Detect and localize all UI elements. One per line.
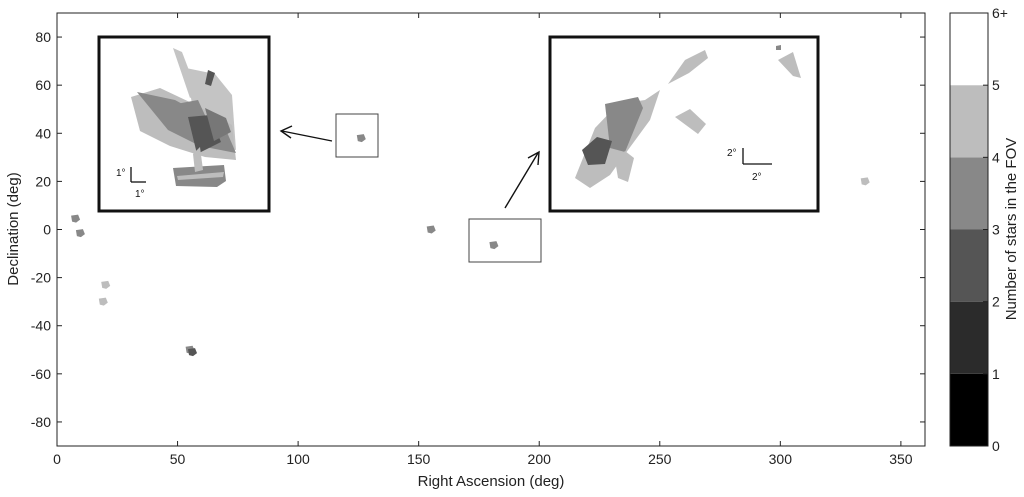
inset-right-scale-label-h: 2° — [752, 172, 762, 183]
y-tick-label: 40 — [35, 125, 51, 141]
sky-region — [101, 280, 111, 289]
inset-right-region — [668, 50, 708, 84]
y-tick-label: -60 — [31, 366, 51, 382]
sky-regions — [71, 134, 870, 357]
x-axis-label: Right Ascension (deg) — [418, 473, 565, 490]
sky-region — [356, 134, 366, 143]
sky-region — [71, 214, 81, 223]
colorbar-tick-label: 6+ — [992, 5, 1008, 21]
y-tick-label: -40 — [31, 318, 51, 334]
colorbar-segment — [950, 301, 988, 374]
colorbar-tick-label: 5 — [992, 77, 1000, 93]
x-tick-label: 0 — [53, 451, 61, 467]
sky-region — [860, 177, 870, 186]
colorbar-tick-label: 0 — [992, 438, 1000, 454]
colorbar-segment — [950, 373, 988, 446]
inset-right-region — [615, 151, 634, 182]
x-tick-label: 100 — [286, 451, 310, 467]
colorbar-tick-label: 1 — [992, 366, 1000, 382]
y-tick-label: -80 — [31, 414, 51, 430]
inset-right-scale-label-v: 2° — [727, 148, 737, 159]
x-tick-label: 200 — [528, 451, 552, 467]
inset-left-region — [177, 172, 224, 180]
sky-region — [75, 229, 85, 238]
sky-region — [98, 297, 108, 306]
colorbar-tick-label: 4 — [992, 149, 1000, 165]
inset-right-region — [675, 109, 706, 134]
y-tick-label: 20 — [35, 173, 51, 189]
colorbar-label: Number of stars in the FOV — [1003, 138, 1020, 321]
x-tick-label: 250 — [648, 451, 672, 467]
inset-right: 2° 2° — [548, 35, 820, 213]
inset-left: 1° 1° — [97, 35, 271, 213]
inset-left-region — [205, 70, 215, 86]
y-tick-label: 80 — [35, 29, 51, 45]
colorbar-tick-label: 3 — [992, 222, 1000, 238]
sky-region — [188, 348, 198, 357]
inset-right-region — [776, 45, 781, 50]
colorbar-segment — [950, 157, 988, 230]
sky-region — [489, 241, 499, 250]
x-tick-label: 50 — [170, 451, 186, 467]
inset-right-region — [778, 52, 801, 78]
colorbar-segment — [950, 85, 988, 158]
colorbar-segment — [950, 13, 988, 86]
y-tick-label: 60 — [35, 77, 51, 93]
axis-ticks: 0 50 100 150 200 250 300 350 -80 -60 -40 -20 0 20 40 60… — [31, 13, 925, 467]
zoom-source-box-left — [335, 113, 379, 158]
sky-region — [426, 225, 436, 234]
y-tick-label: 0 — [43, 222, 51, 238]
colorbar-tick-label: 2 — [992, 294, 1000, 310]
colorbar-frame — [949, 12, 989, 447]
x-tick-label: 150 — [407, 451, 431, 467]
inset-left-region — [205, 108, 231, 141]
x-tick-label: 300 — [769, 451, 793, 467]
zoom-source-box-right — [468, 218, 542, 263]
inset-left-scale-label-h: 1° — [135, 189, 145, 200]
inset-left-region — [193, 147, 203, 172]
y-tick-label: -20 — [31, 270, 51, 286]
colorbar: 0 1 2 3 4 5 6+ — [950, 5, 1008, 454]
inset-right-region — [582, 137, 612, 165]
y-axis-label: Declination (deg) — [5, 172, 22, 285]
colorbar-segment — [950, 229, 988, 302]
inset-left-scale-label-v: 1° — [116, 168, 126, 179]
zoom-arrow-right — [504, 150, 540, 209]
x-tick-label: 350 — [889, 451, 913, 467]
zoom-arrow-left — [279, 125, 333, 142]
inset-right-region — [605, 97, 643, 152]
